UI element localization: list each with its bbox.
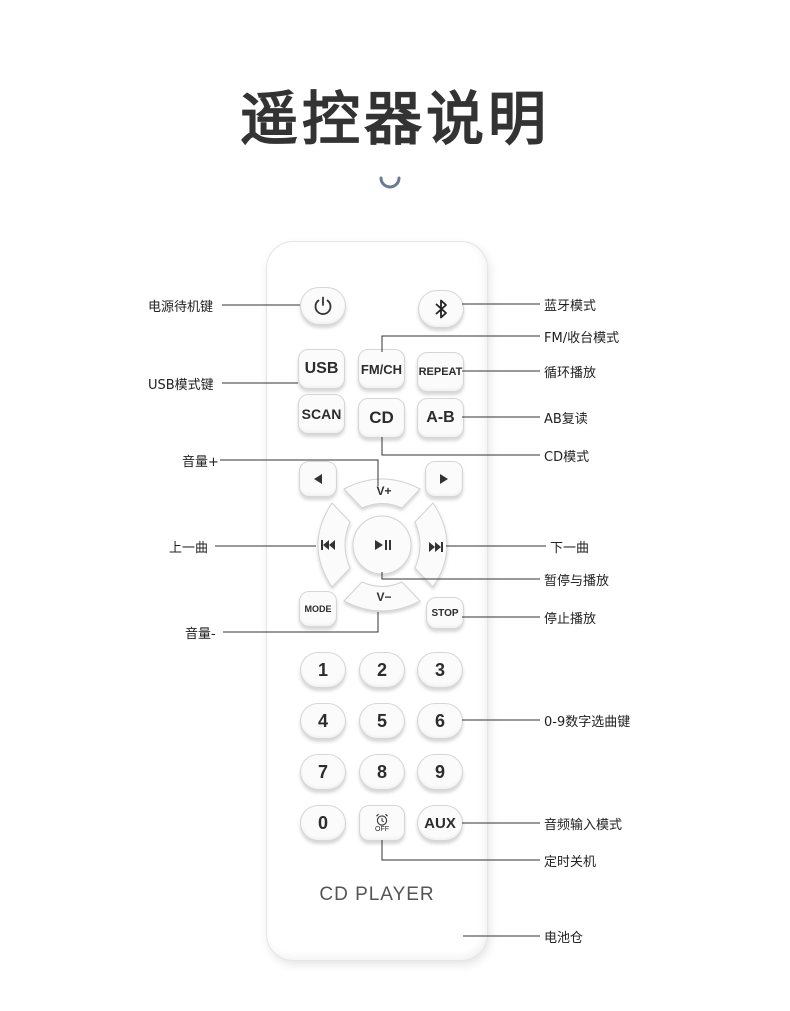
mode-button-label: MODE: [304, 604, 332, 614]
ab-button[interactable]: A-B: [417, 398, 464, 438]
bluetooth-button[interactable]: [418, 290, 464, 328]
number-1-label: 1: [317, 659, 328, 680]
usb-button-label: USB: [304, 360, 339, 377]
triangle-left-icon: [314, 474, 322, 484]
label-usb: USB模式键: [148, 378, 214, 393]
number-0-button[interactable]: 0: [300, 805, 346, 841]
cd-button[interactable]: CD: [358, 398, 405, 438]
number-6-label: 6: [434, 710, 445, 731]
repeat-button-label: REPEAT: [418, 366, 463, 378]
vol-up-label: V+: [376, 484, 392, 498]
number-7-button[interactable]: 7: [300, 754, 346, 790]
number-4-button[interactable]: 4: [300, 703, 346, 739]
off-label: OFF: [375, 825, 389, 833]
prev-track-icon: [321, 540, 335, 550]
fm-ch-button-label: FM/CH: [360, 361, 403, 377]
label-aux: 音频输入模式: [544, 818, 623, 833]
label-fm: FM/收台模式: [544, 331, 620, 346]
number-3-button[interactable]: 3: [417, 652, 463, 688]
power-icon: [314, 296, 332, 315]
repeat-button[interactable]: REPEAT: [417, 352, 464, 392]
right-arrow-button[interactable]: [425, 461, 463, 497]
label-next: 下一曲: [550, 541, 590, 556]
label-prev: 上一曲: [169, 541, 209, 556]
vol-down-button[interactable]: [343, 581, 421, 612]
aux-button[interactable]: AUX: [417, 805, 463, 841]
number-5-button[interactable]: 5: [359, 703, 405, 739]
bluetooth-icon: [435, 299, 447, 319]
label-cd: CD模式: [544, 450, 590, 465]
ab-button-label: A-B: [426, 409, 455, 426]
number-6-button[interactable]: 6: [417, 703, 463, 739]
label-vol-down: 音量-: [185, 627, 216, 642]
aux-button-label: AUX: [424, 814, 456, 832]
next-track-icon: [429, 542, 443, 552]
number-4-label: 4: [317, 710, 328, 731]
scan-button-label: SCAN: [301, 406, 342, 422]
stop-button[interactable]: STOP: [426, 597, 464, 629]
mode-button[interactable]: MODE: [299, 591, 337, 627]
stop-button-label: STOP: [431, 607, 459, 619]
label-play-pause: 暂停与播放: [544, 574, 610, 589]
label-vol-up: 音量+: [182, 455, 219, 470]
label-timer: 定时关机: [544, 855, 597, 870]
dpad: [317, 478, 448, 612]
number-1-button[interactable]: 1: [300, 652, 346, 688]
number-3-label: 3: [434, 659, 445, 680]
number-7-label: 7: [317, 761, 328, 782]
left-arrow-button[interactable]: [299, 461, 337, 497]
label-battery: 电池仓: [544, 931, 584, 946]
usb-button[interactable]: USB: [298, 349, 345, 389]
scan-button[interactable]: SCAN: [298, 394, 345, 434]
brand-label: CD PLAYER: [319, 884, 435, 905]
number-8-label: 8: [376, 761, 387, 782]
number-5-label: 5: [376, 710, 387, 731]
label-power: 电源待机键: [148, 300, 214, 315]
number-2-label: 2: [376, 659, 387, 680]
decorative-arc-icon: [379, 176, 401, 189]
label-stop: 停止播放: [544, 612, 597, 627]
play-pause-icon: [375, 540, 391, 550]
number-8-button[interactable]: 8: [359, 754, 405, 790]
vol-up-button[interactable]: [343, 478, 421, 509]
label-ab: AB复读: [544, 412, 588, 427]
power-button[interactable]: [300, 287, 346, 325]
alarm-clock-icon: [376, 813, 388, 826]
number-9-label: 9: [434, 761, 445, 782]
number-2-button[interactable]: 2: [359, 652, 405, 688]
number-0-label: 0: [317, 812, 328, 833]
label-digits: 0-9数字选曲键: [544, 715, 631, 730]
label-bluetooth: 蓝牙模式: [544, 299, 597, 314]
triangle-right-icon: [440, 474, 448, 484]
page-title: 遥控器说明: [239, 85, 550, 153]
vol-down-label: V−: [376, 590, 392, 604]
cd-button-label: CD: [369, 408, 394, 427]
number-9-button[interactable]: 9: [417, 754, 463, 790]
label-repeat: 循环播放: [544, 366, 597, 381]
fm-ch-button[interactable]: FM/CH: [358, 349, 405, 389]
